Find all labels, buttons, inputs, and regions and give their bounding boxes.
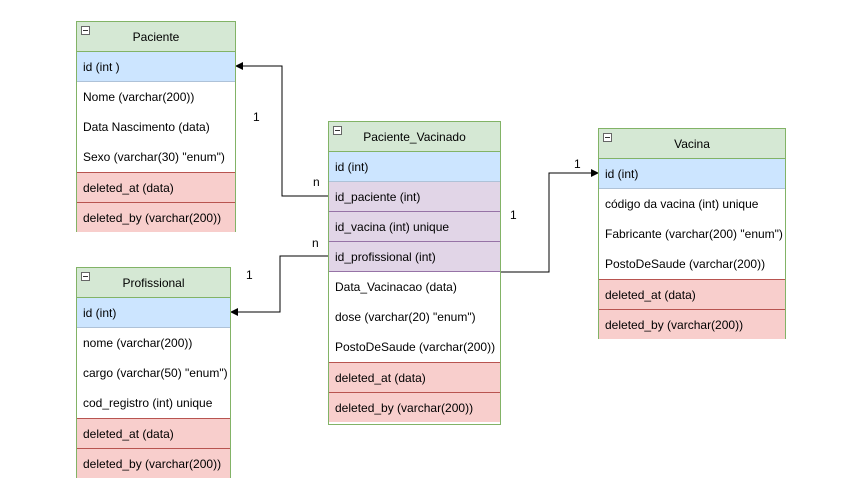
field-row[interactable]: Data_Vacinacao (data) [335, 280, 457, 294]
entity-profissional[interactable]: Profissional id (int) nome (varchar(200)… [76, 267, 231, 478]
field-row[interactable]: Nome (varchar(200)) [83, 90, 195, 104]
deleted-by-row[interactable]: deleted_by (varchar(200)) [77, 202, 235, 232]
primary-key-row[interactable]: id (int) [329, 152, 500, 182]
collapse-icon[interactable] [333, 126, 342, 135]
collapse-icon[interactable] [603, 133, 612, 142]
primary-key-row[interactable]: id (int ) [77, 52, 235, 82]
edge-paciente [235, 62, 328, 197]
entity-header[interactable]: Paciente [77, 22, 235, 52]
primary-key-row[interactable]: id (int) [77, 298, 230, 328]
entity-header[interactable]: Profissional [77, 268, 230, 298]
foreign-key-row-paciente[interactable]: id_paciente (int) [329, 182, 500, 212]
field-row[interactable]: código da vacina (int) unique [605, 197, 759, 211]
cardinality-vacina-one: 1 [574, 157, 581, 171]
entity-paciente[interactable]: Paciente id (int ) Nome (varchar(200)) D… [76, 21, 236, 232]
cardinality-profissional-one: 1 [246, 268, 253, 282]
entity-paciente-vacinado[interactable]: Paciente_Vacinado id (int) id_paciente (… [328, 121, 501, 425]
entity-header[interactable]: Paciente_Vacinado [329, 122, 500, 152]
field-row[interactable]: cod_registro (int) unique [83, 396, 213, 410]
foreign-key-row-vacina[interactable]: id_vacina (int) unique [329, 212, 500, 242]
entity-vacina[interactable]: Vacina id (int) código da vacina (int) u… [598, 128, 786, 339]
deleted-by-row[interactable]: deleted_by (varchar(200)) [77, 448, 230, 478]
field-row[interactable]: cargo (varchar(50) "enum") [83, 366, 228, 380]
deleted-by-row[interactable]: deleted_by (varchar(200)) [329, 392, 500, 422]
cardinality-paciente-one: 1 [253, 110, 260, 124]
deleted-at-row[interactable]: deleted_at (data) [599, 279, 785, 309]
primary-key-row[interactable]: id (int) [599, 159, 785, 189]
edge-vacina [501, 169, 599, 273]
field-row[interactable]: Fabricante (varchar(200) "enum") [605, 227, 783, 241]
cardinality-paciente-many: n [313, 175, 320, 189]
deleted-at-row[interactable]: deleted_at (data) [329, 362, 500, 392]
collapse-icon[interactable] [81, 26, 90, 35]
field-row[interactable]: dose (varchar(20) "enum") [335, 310, 476, 324]
edge-profissional [230, 255, 328, 316]
entity-header[interactable]: Vacina [599, 129, 785, 159]
cardinality-vacinado-one: 1 [510, 208, 517, 222]
deleted-at-row[interactable]: deleted_at (data) [77, 172, 235, 202]
foreign-key-row-profissional[interactable]: id_profissional (int) [329, 242, 500, 272]
field-row[interactable]: nome (varchar(200)) [83, 336, 193, 350]
deleted-by-row[interactable]: deleted_by (varchar(200)) [599, 309, 785, 339]
entity-title: Paciente_Vacinado [363, 129, 466, 144]
cardinality-profissional-many: n [312, 236, 319, 250]
field-row[interactable]: PostoDeSaude (varchar(200)) [335, 340, 496, 354]
field-row[interactable]: Data Nascimento (data) [83, 120, 210, 134]
entity-title: Profissional [122, 275, 185, 290]
field-row[interactable]: Sexo (varchar(30) "enum") [83, 150, 225, 164]
collapse-icon[interactable] [81, 272, 90, 281]
field-row[interactable]: PostoDeSaude (varchar(200)) [605, 257, 766, 271]
entity-title: Vacina [674, 136, 710, 151]
deleted-at-row[interactable]: deleted_at (data) [77, 418, 230, 448]
entity-title: Paciente [132, 29, 180, 44]
